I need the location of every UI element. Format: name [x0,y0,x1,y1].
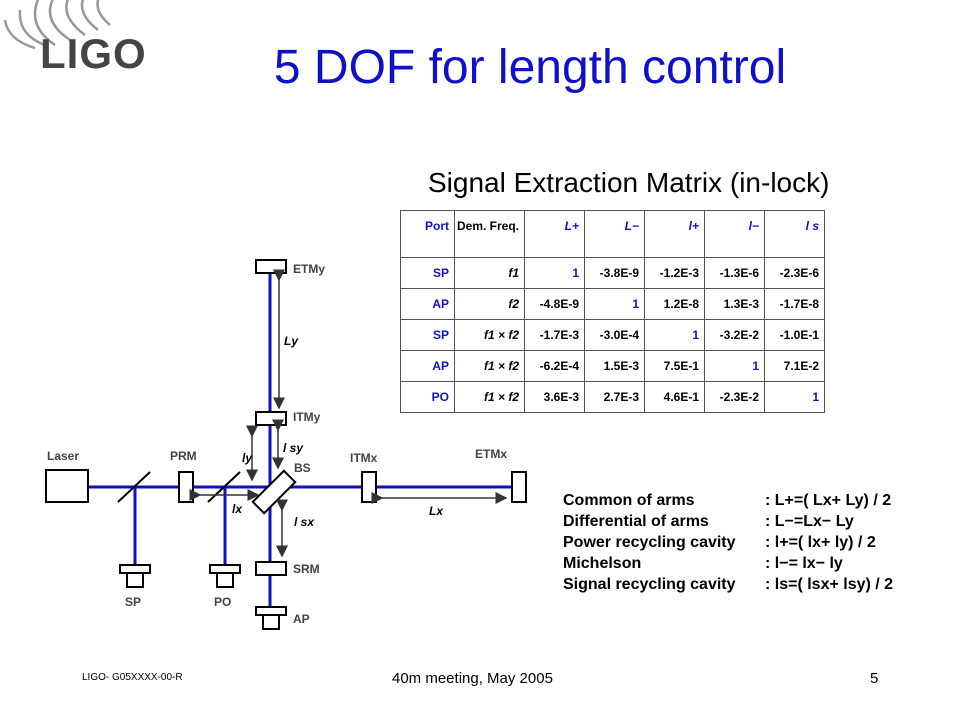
row-port: SP [400,319,455,351]
row-freq: f1 [453,257,526,289]
header-port: Port [400,210,455,258]
header-freq: Dem. Freq. [453,210,526,258]
itmx-mirror [361,471,377,503]
dimension-arrows [189,269,508,558]
slide-title: 5 DOF for length control [273,41,787,94]
definition-formula: : l+=( lx+ ly) / 2 [765,534,876,551]
label-ap: AP [293,612,310,626]
definition-formula: : L+=( Lx+ Ly) / 2 [765,492,892,509]
symbol-lx-big: Lx [429,504,444,518]
interferometer-diagram: ETMy ITMy Laser PRM BS ITMx ETMx SRM AP … [45,259,527,630]
symbol-lsx: l sx [294,515,315,529]
cell: -3.8E-9 [584,257,646,289]
cell: -3.0E-4 [584,319,646,351]
logo-text: LIGO [40,30,147,77]
definition-row: Michelson : l−= lx− ly [563,553,893,574]
cell: -2.3E-6 [764,257,826,289]
label-prm: PRM [170,449,197,463]
cell: 1 [764,381,826,413]
cell: 1.2E-8 [644,288,706,320]
header-col: l− [704,210,766,258]
definition-row: Differential of arms : L−=Lx− Ly [563,511,893,532]
header-col: l s [764,210,826,258]
label-laser: Laser [47,449,79,463]
sp-pickoff-mirror [117,471,151,503]
symbol-lx: lx [232,502,243,516]
header-col: L− [584,210,646,258]
cell: 1.3E-3 [704,288,766,320]
definition-label: Power recycling cavity [563,534,736,551]
label-srm: SRM [293,562,320,576]
symbol-ly-big: Ly [284,334,299,348]
definition-label: Michelson [563,555,642,572]
label-sp: SP [125,595,141,609]
dof-definitions: Common of arms : L+=( Lx+ Ly) / 2 Differ… [563,490,893,595]
row-freq: f1 × f2 [453,381,526,413]
cell: 7.1E-2 [764,350,826,382]
matrix-title: Signal Extraction Matrix (in-lock) [428,167,830,198]
row-port: AP [400,288,455,320]
srm-mirror [255,561,287,576]
laser-box [45,469,89,503]
cell: 1.5E-3 [584,350,646,382]
definition-formula: : l−= lx− ly [765,555,843,572]
definition-formula: : L−=Lx− Ly [765,513,854,530]
table-row: PO f1 × f2 3.6E-3 2.7E-3 4.6E-1 -2.3E-2 … [400,381,826,413]
beamsplitter [251,469,297,515]
cell: -1.0E-1 [764,319,826,351]
cell: -1.7E-3 [524,319,586,351]
label-po: PO [214,595,231,609]
definition-label: Differential of arms [563,513,709,530]
label-itmx: ITMx [350,451,378,465]
po-detector [209,564,241,588]
cell: 3.6E-3 [524,381,586,413]
cell: 7.5E-1 [644,350,706,382]
footer-doc-id: LIGO- G05XXXX-00-R [82,672,183,683]
label-etmx: ETMx [475,447,507,461]
cell: 1 [704,350,766,382]
itmy-mirror [255,411,287,426]
footer-meeting: 40m meeting, May 2005 [392,670,553,687]
row-port: AP [400,350,455,382]
definition-row: Power recycling cavity : l+=( lx+ ly) / … [563,532,893,553]
etmx-mirror [511,471,527,503]
cell: -1.7E-8 [764,288,826,320]
row-port: SP [400,257,455,289]
cell: 1 [584,288,646,320]
definition-label: Common of arms [563,492,695,509]
cell: -1.2E-3 [644,257,706,289]
ap-detector [255,606,287,630]
table-row: SP f1 1 -3.8E-9 -1.2E-3 -1.3E-6 -2.3E-6 [400,257,826,289]
cell: -1.3E-6 [704,257,766,289]
row-freq: f1 × f2 [453,319,526,351]
ligo-logo: LIGO [0,0,160,100]
table-row: AP f2 -4.8E-9 1 1.2E-8 1.3E-3 -1.7E-8 [400,288,826,320]
cell: 2.7E-3 [584,381,646,413]
cell: -2.3E-2 [704,381,766,413]
page-number: 5 [870,670,879,687]
cell: 4.6E-1 [644,381,706,413]
definition-row: Signal recycling cavity : ls=( lsx+ lsy)… [563,574,893,595]
label-bs: BS [294,461,311,475]
symbol-ly: ly [242,451,253,465]
cell: -3.2E-2 [704,319,766,351]
table-header-row: Port Dem. Freq. L+ L− l+ l− l s [400,210,826,258]
etmy-mirror [255,259,287,274]
cell: -6.2E-4 [524,350,586,382]
definition-formula: : ls=( lsx+ lsy) / 2 [765,576,894,593]
signal-extraction-table: Port Dem. Freq. L+ L− l+ l− l s SP f1 1 … [400,210,826,413]
ligo-swirl-icon [3,0,111,50]
label-etmy: ETMy [293,262,325,276]
label-itmy: ITMy [293,410,321,424]
definition-row: Common of arms : L+=( Lx+ Ly) / 2 [563,490,893,511]
prm-mirror [178,471,194,503]
beam-paths [88,270,518,615]
sp-detector [119,564,151,588]
cell: 1 [644,319,706,351]
symbol-lsy: l sy [283,441,304,455]
header-col: l+ [644,210,706,258]
definition-label: Signal recycling cavity [563,576,736,593]
